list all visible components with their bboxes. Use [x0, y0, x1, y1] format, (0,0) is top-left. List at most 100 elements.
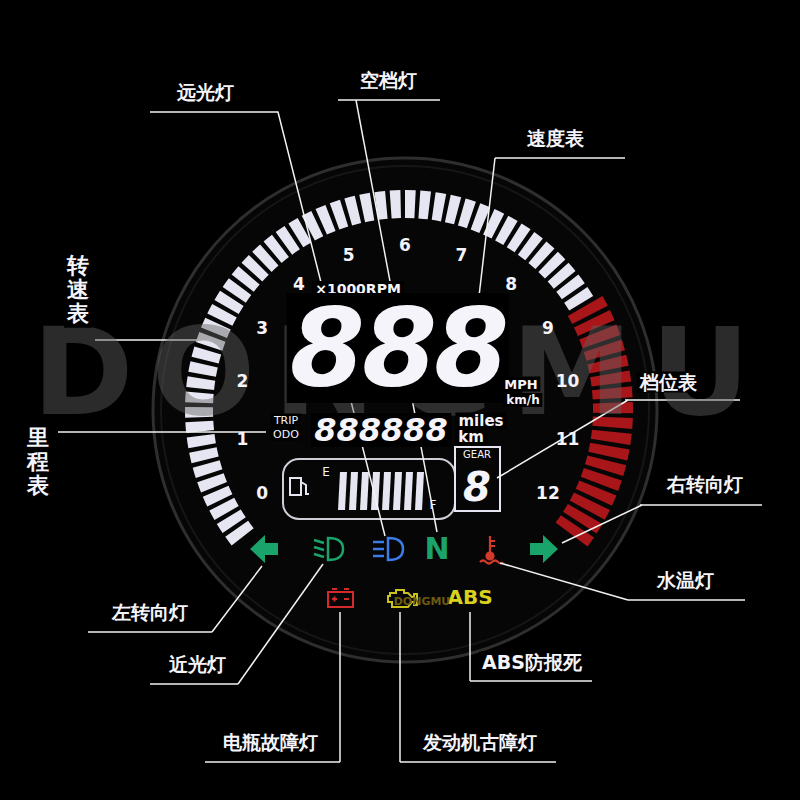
thermometer-bulb	[487, 553, 494, 560]
water-temp-icon	[480, 536, 503, 564]
callout-label: 电瓶故障灯	[220, 732, 321, 753]
gear-digit: 8	[463, 467, 491, 507]
tach-number: 9	[542, 319, 554, 336]
tach-segment	[390, 190, 401, 218]
distance-unit: miles	[455, 413, 506, 430]
fuel-bar	[360, 472, 369, 510]
leader-line	[150, 683, 238, 685]
tach-number: 7	[456, 246, 468, 263]
callout-label: 空档灯	[357, 70, 420, 91]
callout-label: 发动机古障灯	[420, 732, 540, 753]
low-beam-rays	[314, 540, 324, 557]
tach-segment	[189, 447, 219, 463]
tach-number: 3	[256, 319, 268, 336]
tach-number: 0	[256, 484, 268, 501]
tach-segment	[344, 196, 361, 226]
water-wave	[480, 561, 503, 564]
battery-icon	[328, 589, 353, 607]
leader-line	[478, 158, 495, 305]
fuel-mark: E	[322, 466, 330, 478]
odometer-digits: 888888	[311, 413, 451, 447]
fuel-bar	[338, 472, 347, 510]
fuel-pump-hose	[301, 482, 309, 494]
fuel-bar	[371, 472, 380, 510]
battery-terminals	[332, 588, 349, 590]
leader-line	[212, 566, 262, 632]
high-beam-icon	[373, 538, 403, 560]
tach-number: 2	[237, 373, 249, 390]
leader-line	[495, 157, 625, 159]
thermometer-marks	[490, 541, 495, 546]
odometer-mode: TRIP	[271, 414, 301, 427]
tach-number: 5	[343, 246, 355, 263]
tach-number: 1	[237, 430, 249, 447]
callout-label: 右转向灯	[664, 474, 746, 495]
high-beam-rays	[373, 542, 384, 556]
callout-label: ABS防报死	[479, 652, 585, 673]
speed-digits: 888	[287, 293, 509, 403]
gear-caption: GEAR	[463, 450, 491, 460]
tach-segment	[187, 434, 216, 448]
fuel-mark: F	[430, 499, 437, 511]
leader-line	[238, 564, 323, 684]
low-beam-lamp	[328, 538, 343, 560]
fuel-bar	[393, 472, 402, 510]
fuel-bars	[338, 472, 424, 510]
tach-number: 8	[505, 275, 517, 292]
left-turn-arrow	[250, 535, 278, 563]
speed-unit: MPH	[501, 377, 540, 392]
battery-body	[328, 592, 353, 607]
speed-unit: km/h	[503, 393, 542, 407]
leader-line	[399, 612, 401, 762]
leader-line	[500, 563, 628, 600]
right-turn-arrow	[530, 535, 558, 563]
leader-line	[338, 99, 440, 101]
leader-line	[469, 612, 471, 681]
leader-line	[400, 761, 556, 763]
tach-number: 11	[556, 430, 580, 447]
battery-signs	[332, 597, 349, 602]
low-beam-icon	[314, 538, 343, 560]
tach-segment	[193, 460, 223, 478]
leader-line	[205, 761, 340, 763]
callout-label: 近光灯	[166, 654, 229, 675]
callout-label: 左转向灯	[109, 602, 191, 623]
tach-segment	[432, 192, 447, 221]
leader-line	[628, 599, 745, 601]
watermark-small: DONGMU	[394, 596, 451, 607]
callout-label: 转速表	[64, 253, 92, 328]
tach-segment	[445, 195, 461, 225]
thermometer-stem	[489, 536, 491, 553]
fuel-bar	[382, 472, 391, 510]
leader-line	[88, 631, 212, 633]
fuel-bar	[415, 472, 424, 510]
tach-number: 6	[399, 237, 411, 254]
high-beam-lamp	[388, 538, 403, 560]
callout-label: 速度表	[524, 128, 587, 149]
tach-segment	[359, 193, 374, 222]
gear-frame	[455, 447, 500, 511]
distance-unit: km	[455, 429, 487, 446]
neutral-indicator: N	[424, 534, 449, 564]
tach-number: 10	[556, 373, 580, 390]
fuel-bar	[404, 472, 413, 510]
tach-number: 4	[293, 275, 305, 292]
abs-indicator: ABS	[447, 587, 492, 607]
callout-label: 远光灯	[174, 82, 237, 103]
fuel-bar	[349, 472, 358, 510]
odometer-mode: ODO	[270, 428, 302, 441]
leader-line	[339, 612, 341, 762]
leader-line	[562, 505, 642, 543]
callout-label: 里程表	[24, 425, 52, 500]
callout-label: 档位表	[637, 372, 700, 393]
fuel-pump-body	[290, 478, 301, 495]
tach-number: 12	[536, 484, 560, 501]
tach-segment	[418, 191, 431, 220]
leader-line	[640, 504, 762, 506]
leader-line	[470, 680, 592, 682]
callout-label: 水温灯	[654, 570, 717, 591]
tach-segment	[405, 190, 416, 218]
tach-segment	[330, 200, 348, 230]
fuel-pump-icon	[290, 478, 309, 495]
